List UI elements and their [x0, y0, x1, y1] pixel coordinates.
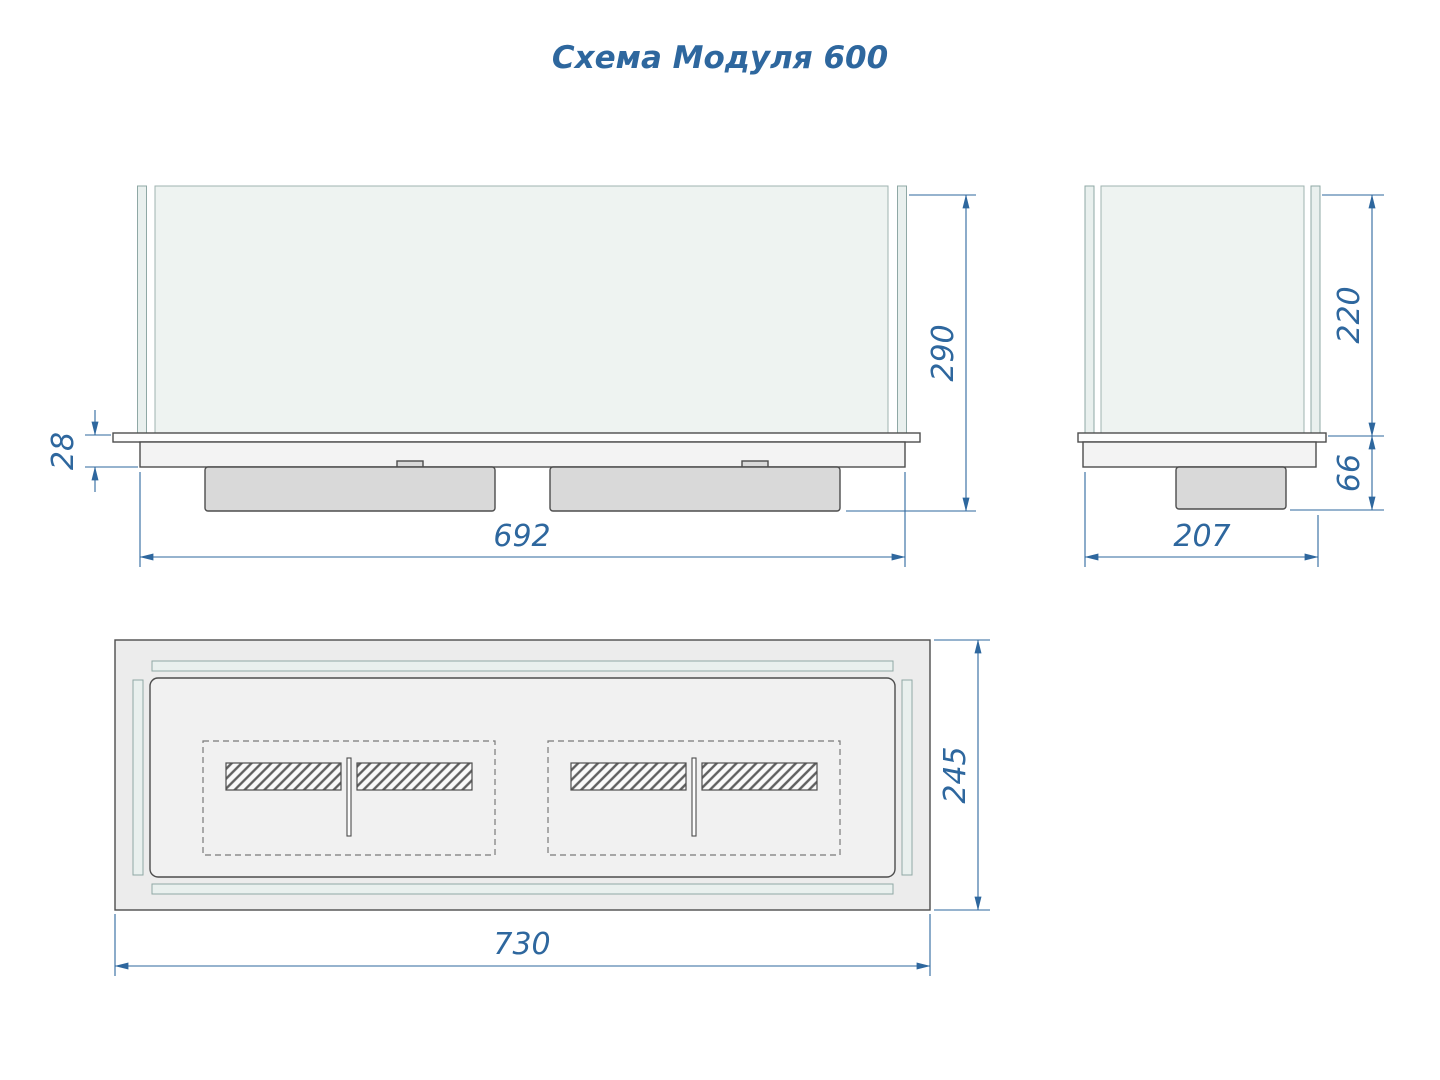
dim-label-66: 66 — [1332, 454, 1367, 492]
plan-inner-tray — [149, 677, 896, 878]
front-filler-tab-left — [396, 460, 424, 468]
slider-plate — [225, 762, 342, 791]
slider-handle — [346, 757, 352, 837]
dimension-plan-width: 730 — [114, 914, 931, 976]
side-body — [1082, 441, 1317, 468]
side-glass-strip-left — [1084, 185, 1095, 434]
front-burner-box-right — [549, 466, 841, 512]
plan-burner-opening-right — [547, 740, 841, 856]
dim-label-245: 245 — [938, 746, 973, 803]
dim-label-692: 692 — [493, 519, 550, 554]
side-view — [1077, 185, 1327, 510]
front-filler-tab-right — [741, 460, 769, 468]
dimension-front-width: 692 — [139, 472, 906, 567]
dimension-side-lower-height: 66 — [1290, 435, 1384, 511]
side-glass-strip-right — [1310, 185, 1321, 434]
dimension-plan-depth: 245 — [934, 639, 990, 911]
front-body — [139, 441, 906, 468]
front-burner-box-left — [204, 466, 496, 512]
slider-plate — [570, 762, 687, 791]
dimension-front-height: 290 — [846, 194, 976, 512]
dimension-side-glass-height: 220 — [1322, 194, 1384, 437]
plan-glass-strip-left — [132, 679, 144, 876]
dimension-front-flange: 28 — [46, 410, 138, 492]
front-glass-strip-left — [137, 185, 147, 434]
plan-view — [114, 639, 931, 911]
side-glass-panel — [1100, 185, 1305, 434]
plan-slider-left — [225, 757, 473, 837]
plan-burner-opening-left — [202, 740, 496, 856]
dim-label-207: 207 — [1173, 519, 1230, 554]
plan-glass-strip-right — [901, 679, 913, 876]
plan-glass-strip-bottom — [151, 883, 894, 895]
plan-glass-strip-top — [151, 660, 894, 672]
front-flange — [112, 432, 921, 443]
front-view — [112, 185, 921, 512]
slider-handle — [691, 757, 697, 837]
dim-label-220: 220 — [1332, 286, 1367, 343]
dim-label-290: 290 — [926, 324, 961, 381]
drawing-title: Схема Модуля 600 — [552, 40, 888, 76]
front-glass-panel — [154, 185, 889, 434]
dim-label-730: 730 — [493, 927, 550, 962]
front-glass-strip-right — [897, 185, 907, 434]
plan-slider-right — [570, 757, 818, 837]
side-flange — [1077, 432, 1327, 443]
dim-label-28: 28 — [46, 432, 81, 470]
side-burner-box — [1175, 466, 1287, 510]
dimension-side-depth: 207 — [1084, 472, 1319, 567]
slider-plate — [356, 762, 473, 791]
slider-plate — [701, 762, 818, 791]
